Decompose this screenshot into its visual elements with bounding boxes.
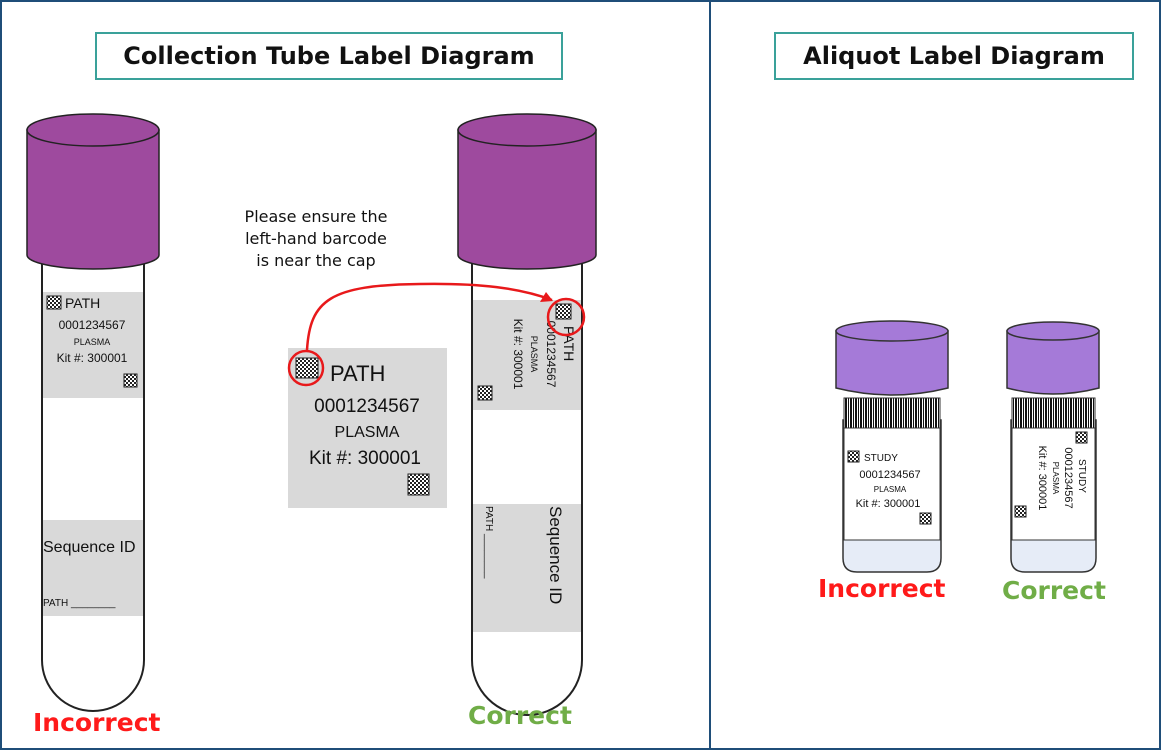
highlight-circle-tube: [546, 297, 586, 337]
label-id-rotated: 0001234567: [544, 321, 558, 388]
qr-code-icon: [919, 512, 932, 525]
incorrect-label-aliquot: Incorrect: [818, 574, 946, 603]
qr-code-icon: [123, 373, 138, 388]
enlarged-label-sample-type: PLASMA: [335, 424, 400, 441]
instruction-note: Please ensure the left-hand barcode is n…: [206, 206, 426, 272]
label-kit-rotated: Kit #: 300001: [511, 319, 525, 390]
sequence-label-field-rotated: PATH ________: [483, 506, 494, 579]
tube-cap-top: [26, 113, 160, 147]
qr-code-icon: [1075, 431, 1088, 444]
vial-label-kit: Kit #: 300001: [856, 498, 921, 510]
aliquot-vial-correct: STUDY 0001234567 PLASMA Kit #: 300001: [1006, 321, 1100, 573]
vial-cap: [1006, 330, 1100, 395]
vial-barcode-band: [843, 397, 941, 429]
label-id: 0001234567: [59, 318, 126, 332]
enlarged-label-program: PATH: [330, 361, 385, 386]
qr-code-icon: [555, 303, 572, 320]
vial-label-sample-type-rotated: PLASMA: [1051, 462, 1060, 495]
highlight-circle-enlarged: [287, 349, 325, 387]
enlarged-label: PATH 0001234567 PLASMA Kit #: 300001: [288, 348, 447, 508]
correct-label-aliquot: Correct: [1002, 576, 1106, 605]
vial-label-program: STUDY: [864, 453, 898, 464]
qr-code-icon: [407, 473, 430, 496]
pointer-arrow: [305, 282, 553, 351]
vial-label-sample-type: PLASMA: [874, 485, 907, 494]
arrow-head-icon: [540, 292, 553, 302]
tube-cap-top: [457, 113, 597, 147]
vial-label-id-rotated: 0001234567: [1062, 447, 1074, 508]
tube-cap: [26, 129, 160, 270]
qr-code-icon: [1014, 505, 1027, 518]
label-kit: Kit #: 300001: [57, 351, 128, 365]
vial-cap: [835, 330, 949, 396]
qr-code-icon: [295, 357, 319, 379]
sequence-label-title: Sequence ID: [43, 539, 136, 556]
vial-cap-top: [835, 320, 949, 342]
vial-label-program-rotated: STUDY: [1076, 459, 1087, 493]
sequence-label-field: PATH ________: [43, 598, 116, 609]
enlarged-label-kit: Kit #: 300001: [309, 448, 421, 469]
incorrect-label-collection: Incorrect: [33, 708, 161, 737]
enlarged-label-id: 0001234567: [314, 396, 420, 417]
tube-cap: [457, 129, 597, 270]
sequence-label-area: [473, 504, 581, 632]
qr-code-icon: [847, 450, 860, 463]
vial-label-id: 0001234567: [859, 469, 920, 481]
tube-incorrect: PATH 0001234567 PLASMA Kit #: 300001 Seq…: [26, 113, 160, 712]
aliquot-panel-title: Aliquot Label Diagram: [774, 32, 1134, 80]
correct-label-collection: Correct: [468, 701, 572, 730]
instruction-note-line: is near the cap: [256, 251, 376, 270]
vial-label-area: [1011, 427, 1096, 541]
label-program: PATH: [65, 295, 100, 311]
vial-label-kit-rotated: Kit #: 300001: [1036, 446, 1048, 511]
sequence-label-area: [43, 520, 143, 616]
qr-code-icon: [477, 385, 493, 401]
vial-cap-top: [1006, 321, 1100, 341]
instruction-note-line: Please ensure the: [244, 207, 388, 226]
sequence-label-title-rotated: Sequence ID: [546, 506, 565, 604]
qr-code-icon: [46, 295, 62, 310]
label-sample-type-rotated: PLASMA: [529, 336, 539, 373]
label-sample-type: PLASMA: [74, 337, 111, 347]
tube-correct: PATH 0001234567 PLASMA Kit #: 300001 Seq…: [457, 113, 597, 716]
aliquot-vial-incorrect: STUDY 0001234567 PLASMA Kit #: 300001: [835, 320, 949, 573]
aliquot-panel-frame: [709, 0, 1161, 750]
instruction-note-line: left-hand barcode: [245, 229, 387, 248]
vial-barcode-band: [1011, 397, 1096, 429]
collection-panel-title: Collection Tube Label Diagram: [95, 32, 563, 80]
label-program-rotated: PATH: [561, 326, 577, 361]
